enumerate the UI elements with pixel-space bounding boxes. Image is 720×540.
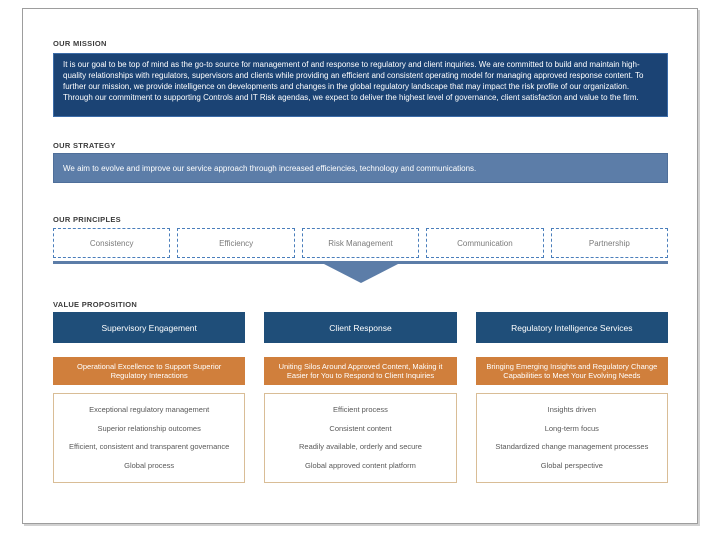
vp-point: Global perspective (540, 460, 603, 470)
vp-column-points-box: Exceptional regulatory management Superi… (53, 393, 246, 483)
principles-section-label: OUR PRINCIPLES (53, 215, 121, 224)
strategy-section-label: OUR STRATEGY (53, 141, 116, 150)
vp-point: Readily available, orderly and secure (298, 442, 422, 452)
vp-column-regulatory-intelligence-services: Regulatory Intelligence Services Bringin… (475, 312, 668, 483)
mission-statement-text: It is our goal to be top of mind as the … (63, 60, 644, 102)
down-arrow-icon (324, 264, 398, 283)
principle-label: Risk Management (328, 238, 393, 248)
principle-label: Partnership (588, 238, 630, 248)
principle-box-communication: Communication (426, 228, 544, 258)
principle-label: Efficiency (219, 238, 254, 248)
vp-column-highlight: Operational Excellence to Support Superi… (53, 357, 246, 385)
divider-line (53, 261, 668, 264)
vp-point: Global process (124, 460, 175, 470)
vp-point: Insights driven (547, 405, 596, 415)
strategy-statement-text: We aim to evolve and improve our service… (63, 163, 477, 173)
mission-section-label: OUR MISSION (53, 39, 107, 48)
vp-point: Long-term focus (544, 423, 599, 433)
vp-point: Global approved content platform (305, 460, 416, 470)
principles-row: Consistency Efficiency Risk Management C… (53, 228, 669, 258)
mission-statement-box: It is our goal to be top of mind as the … (53, 53, 668, 117)
vp-column-points-box: Efficient process Consistent content Rea… (264, 393, 457, 483)
value-proposition-section-label: VALUE PROPOSITION (53, 300, 138, 309)
vp-point: Efficient process (333, 405, 388, 415)
principle-label: Communication (457, 238, 513, 248)
strategy-statement-box: We aim to evolve and improve our service… (53, 153, 668, 183)
slide: OUR MISSION It is our goal to be top of … (22, 8, 698, 524)
vp-point: Superior relationship outcomes (97, 423, 201, 433)
vp-point: Exceptional regulatory management (89, 405, 210, 415)
principle-box-risk-management: Risk Management (301, 228, 420, 258)
vp-point: Consistent content (329, 423, 392, 433)
vp-point: Efficient, consistent and transparent go… (68, 442, 230, 452)
vp-column-highlight: Bringing Emerging Insights and Regulator… (475, 357, 668, 385)
vp-column-points-box: Insights driven Long-term focus Standard… (475, 393, 668, 483)
vp-column-highlight: Uniting Silos Around Approved Content, M… (264, 357, 457, 385)
value-proposition-columns: Supervisory Engagement Operational Excel… (53, 312, 668, 483)
vp-column-title: Client Response (264, 312, 457, 343)
vp-column-supervisory-engagement: Supervisory Engagement Operational Excel… (53, 312, 246, 483)
principle-box-consistency: Consistency (53, 228, 171, 258)
vp-column-title: Supervisory Engagement (53, 312, 246, 343)
vp-column-client-response: Client Response Uniting Silos Around App… (264, 312, 457, 483)
vp-point: Standardized change management processes (495, 442, 649, 452)
principle-box-partnership: Partnership (550, 228, 669, 258)
principle-label: Consistency (89, 238, 134, 248)
vp-column-title: Regulatory Intelligence Services (475, 312, 668, 343)
principle-box-efficiency: Efficiency (177, 228, 295, 258)
